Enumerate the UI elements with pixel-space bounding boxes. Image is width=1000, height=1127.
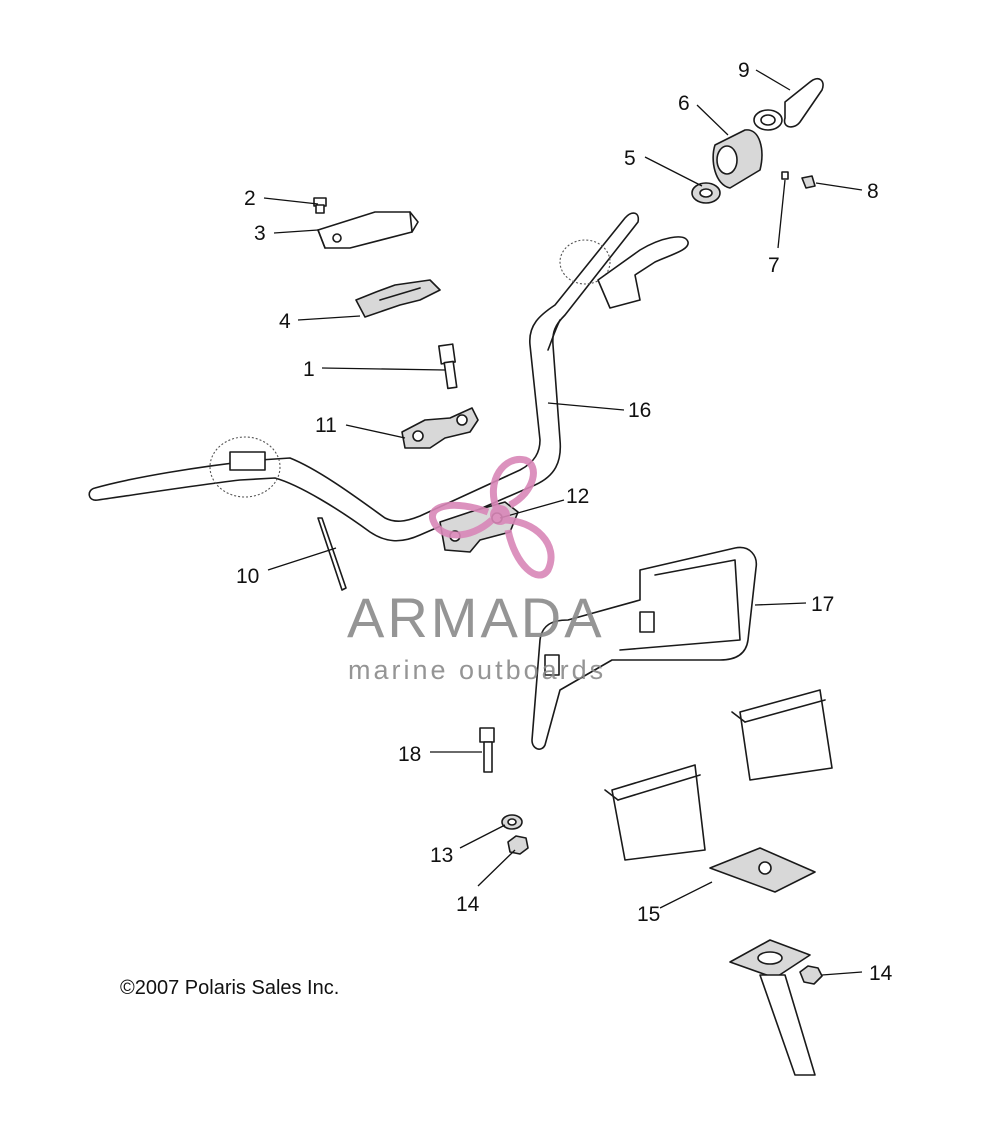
callout-16: 16: [628, 399, 651, 422]
propeller-icon: [429, 455, 555, 579]
callout-1: 1: [303, 358, 315, 381]
callout-5: 5: [624, 147, 636, 170]
callout-17: 17: [811, 593, 834, 616]
headlight-left: [604, 764, 706, 861]
watermark-subtitle: marine outboards: [348, 655, 606, 685]
callout-18: 18: [398, 743, 421, 766]
callout-11: 11: [315, 414, 337, 437]
callout-13: 13: [430, 844, 453, 867]
nut-14b: [799, 965, 823, 985]
watermark-title: ARMADA: [347, 586, 605, 649]
callout-10: 10: [236, 565, 259, 588]
callout-15: 15: [637, 903, 660, 926]
callout-9: 9: [738, 59, 750, 82]
leader-lines: [263, 69, 863, 976]
handlebar: [88, 212, 689, 542]
pin-7: [777, 171, 789, 249]
copyright-text: ©2007 Polaris Sales Inc.: [120, 977, 339, 999]
nut-14a: [507, 835, 529, 855]
callout-8: 8: [867, 180, 879, 203]
propeller-hub: [490, 505, 510, 525]
ring-5: [691, 182, 721, 204]
cable-tie-10: [317, 517, 347, 591]
bracket-plate-15: [709, 847, 816, 893]
cover-3: [317, 211, 419, 249]
bolt-18: [479, 727, 495, 773]
plug-8: [801, 175, 816, 189]
mount-post: [729, 939, 816, 1076]
headlight-right: [731, 689, 833, 781]
screw-2: [313, 197, 327, 214]
watermark-logo: ARMADA marine outboards: [347, 455, 606, 685]
callout-14a: 14: [456, 893, 480, 916]
callout-3: 3: [254, 222, 266, 245]
callout-12: 12: [566, 485, 589, 508]
callout-labels: 1 2 3 4 5 6 7 8 9 10 11 12 13 14 14 15 1…: [236, 59, 893, 985]
plate-4: [355, 279, 441, 318]
callout-6: 6: [678, 92, 690, 115]
grip-9: [753, 78, 824, 131]
callout-14b: 14: [869, 962, 893, 985]
bolt-1: [438, 343, 458, 390]
washer-13: [501, 814, 523, 830]
callout-4: 4: [279, 310, 291, 333]
grip-housing-6: [712, 129, 763, 189]
callout-7: 7: [768, 254, 780, 277]
clamp-top: [401, 407, 479, 449]
bracket-17: [531, 546, 758, 750]
callout-2: 2: [244, 187, 256, 210]
